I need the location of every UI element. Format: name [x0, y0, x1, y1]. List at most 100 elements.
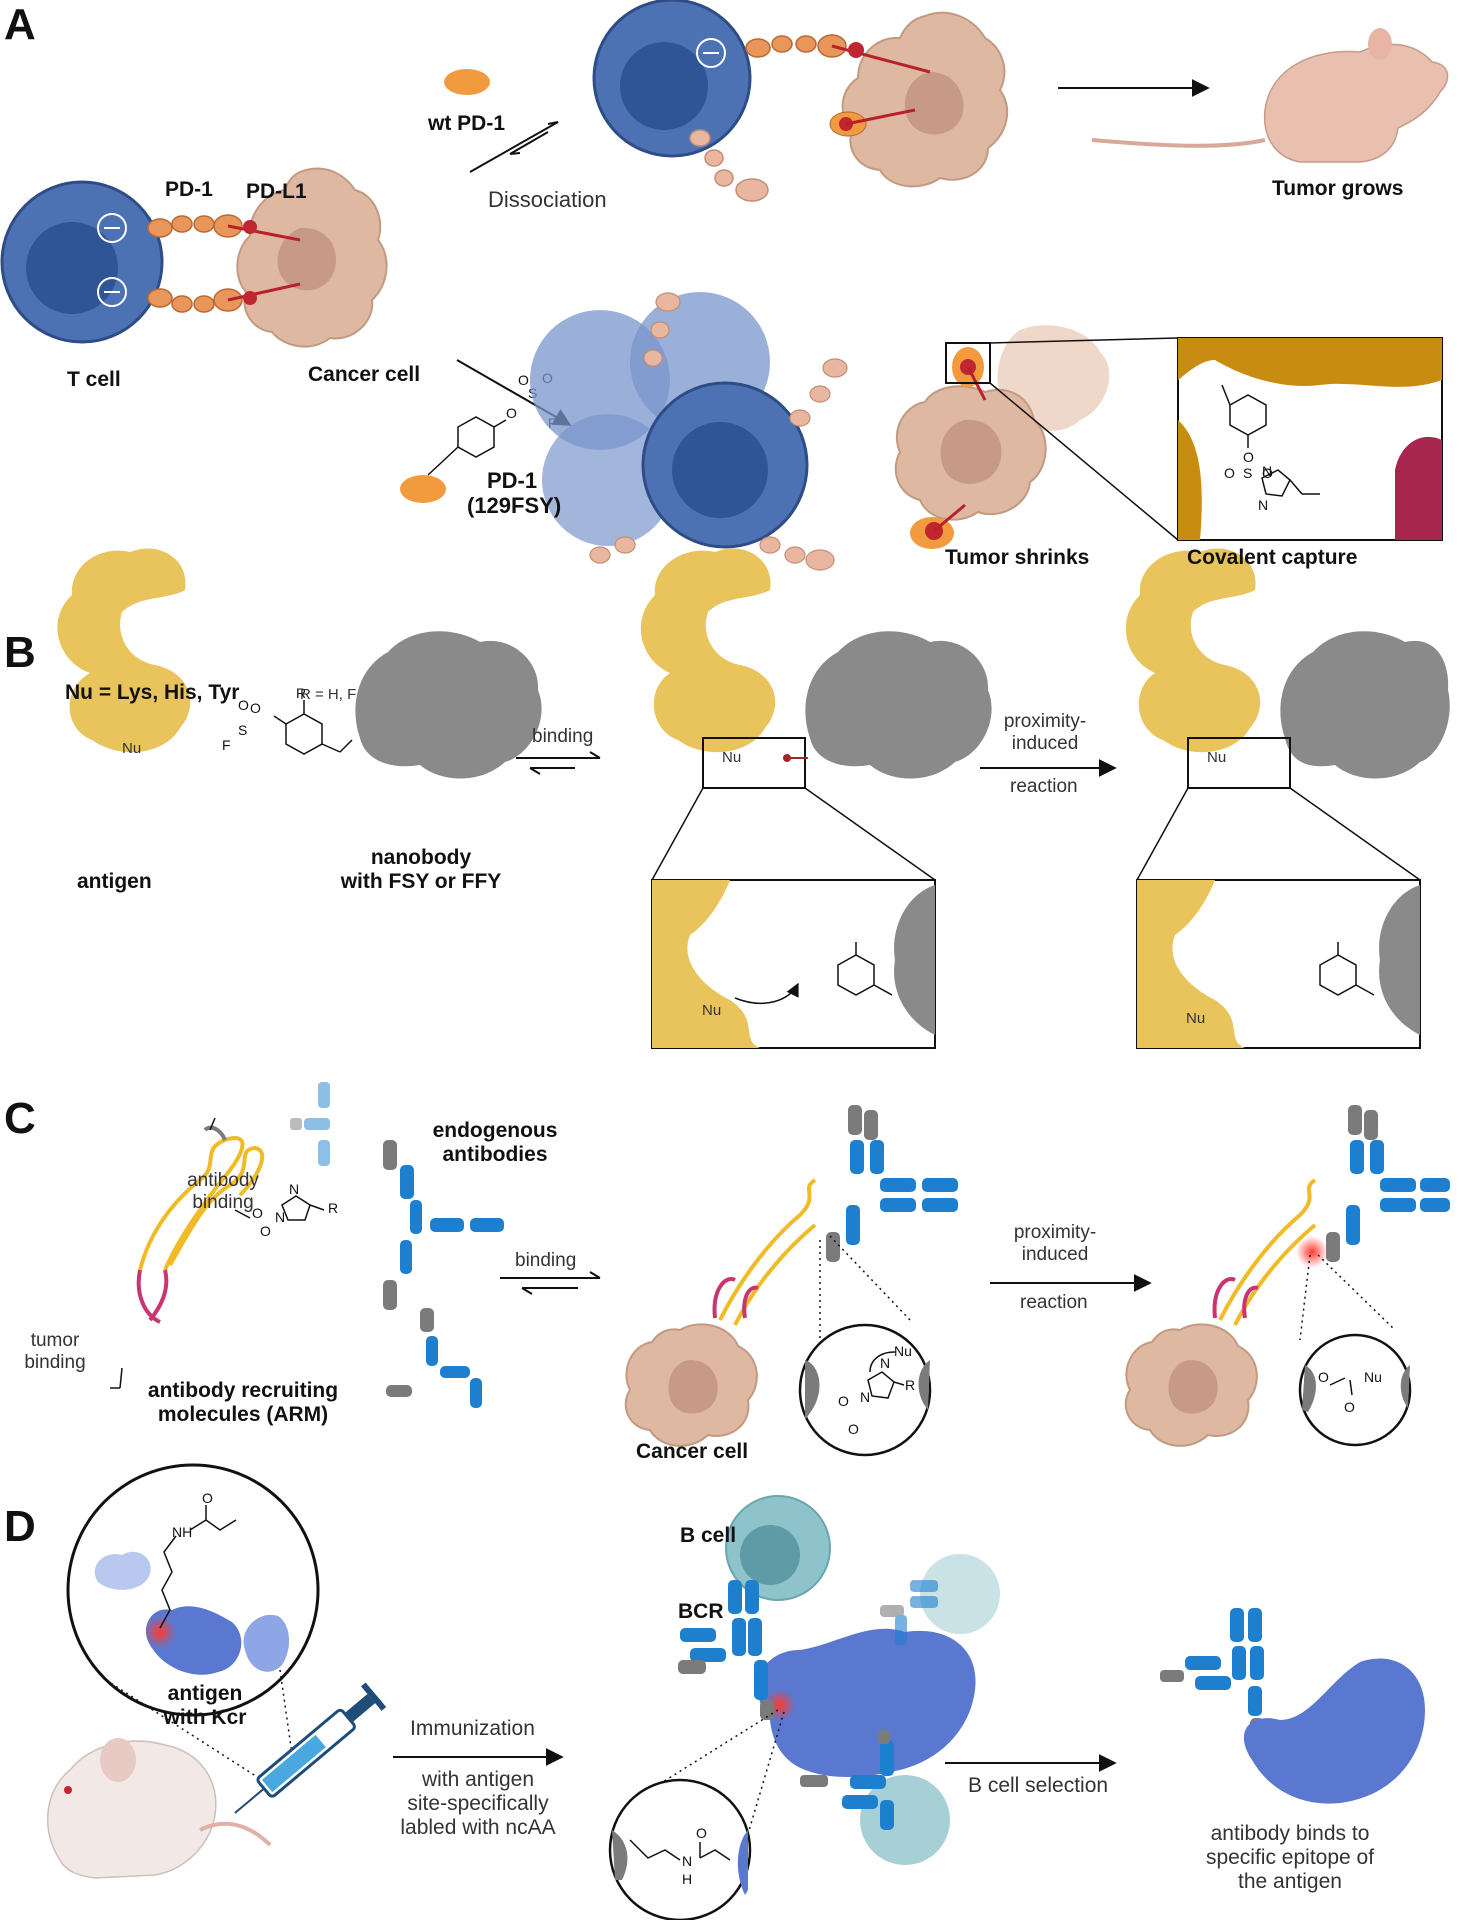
panel-d-graphics: NH O	[47, 1463, 1425, 1920]
c-proximity-line1: proximity-	[1013, 1222, 1097, 1243]
antigen-kcr-label: antigen with Kcr	[150, 1682, 260, 1730]
antigen-kcr-line2: with Kcr	[163, 1706, 247, 1730]
equilibrium-arrow-b	[516, 751, 601, 775]
svg-text:O: O	[1243, 449, 1254, 465]
svg-text:N: N	[860, 1389, 870, 1405]
pd1-chain-lower	[147, 288, 243, 313]
nu-label-inset1: Nu	[702, 1002, 722, 1019]
antigen-label: antigen	[77, 870, 152, 893]
pd1-fsy-label: PD-1 (129FSY)	[467, 468, 562, 519]
svg-text:S: S	[1243, 465, 1252, 481]
svg-text:H: H	[682, 1871, 692, 1887]
covalent-capture-label: Covalent capture	[1187, 546, 1358, 569]
panel-a-letter: A	[4, 0, 36, 49]
nanobody-line2: with FSY or FFY	[340, 870, 502, 894]
arm-line2: molecules (ARM)	[157, 1403, 329, 1427]
with-antigen-line1: with antigen	[421, 1768, 535, 1791]
svg-text:F: F	[222, 737, 231, 753]
nu-label-complex2: Nu	[1207, 749, 1227, 766]
svg-text:R: R	[328, 1200, 338, 1216]
cancer-cell-left	[236, 167, 388, 348]
result-line1: antibody binds to	[1210, 1822, 1370, 1845]
arm-molecule	[136, 1125, 265, 1324]
minus-icon	[97, 213, 127, 243]
svg-text:NH: NH	[172, 1524, 192, 1540]
immunization-label: Immunization	[410, 1717, 535, 1740]
tumor-shrinks-label: Tumor shrinks	[945, 546, 1090, 569]
zoom-inset-b2	[1136, 879, 1421, 1049]
wt-pd1-label: wt PD-1	[428, 112, 506, 135]
svg-text:Nu: Nu	[894, 1343, 912, 1359]
tumor-grows-label: Tumor grows	[1272, 177, 1404, 200]
result-label: antibody binds to specific epitope of th…	[1190, 1822, 1390, 1894]
svg-text:N: N	[275, 1209, 285, 1225]
panel-d-letter: D	[4, 1502, 36, 1551]
antigen-kcr-line1: antigen	[167, 1682, 243, 1705]
pdl1-top	[829, 42, 931, 137]
tumor-binding-label: tumor binding	[20, 1330, 90, 1374]
t-cell-label: T cell	[67, 368, 121, 391]
pd1-label: PD-1	[165, 178, 213, 201]
r-definition: R = H, F	[300, 686, 357, 703]
svg-text:O: O	[696, 1825, 707, 1841]
pd1-chain-top	[745, 34, 847, 58]
antibody-binding-line1: antibody	[187, 1170, 259, 1191]
endogenous-line2: antibodies	[442, 1143, 548, 1167]
t-cell-top	[592, 0, 752, 158]
svg-text:O: O	[848, 1421, 859, 1437]
svg-text:N: N	[880, 1355, 890, 1371]
with-antigen-line3: labled with ncAA	[400, 1816, 556, 1840]
antibody-final	[1160, 1608, 1264, 1734]
fsy-structure	[427, 416, 507, 476]
arm-imidazole-structure	[234, 1195, 325, 1221]
b-cell-label: B cell	[680, 1524, 737, 1547]
panel-c-graphics: O O N N R	[110, 1082, 1450, 1457]
svg-text:O: O	[238, 697, 249, 713]
bcr-lower	[800, 1730, 894, 1830]
b-cell-lower	[860, 1775, 950, 1865]
svg-text:O: O	[260, 1223, 271, 1239]
svg-text:O: O	[506, 405, 517, 421]
fsy-pd1-molecule	[400, 475, 446, 503]
b-proximity-line2: induced	[1011, 732, 1079, 754]
b-cell-pale	[920, 1554, 1000, 1634]
with-antigen-line2: site-specifically	[407, 1792, 549, 1816]
svg-text:N: N	[1258, 497, 1268, 513]
panel-b-graphics: O S F O R	[57, 548, 1450, 1049]
nu-label-inset2: Nu	[1186, 1010, 1206, 1027]
pd1-chain-upper	[147, 214, 243, 238]
svg-text:O: O	[1262, 465, 1273, 481]
antibody-endogenous-1	[383, 1140, 504, 1310]
nanobody-gray	[355, 631, 542, 779]
nanobody-label: nanobody with FSY or FFY	[326, 846, 516, 894]
antibody-binding-line2: binding	[192, 1191, 254, 1213]
svg-text:O: O	[1224, 465, 1235, 481]
arm-label: antibody recruiting molecules (ARM)	[128, 1379, 358, 1427]
panel-b-letter: B	[4, 628, 36, 677]
panel-a-graphics: O S O O F	[0, 0, 1449, 571]
zoom-circle-d1: NH O	[66, 1463, 320, 1717]
equilibrium-arrow-upper	[469, 121, 559, 173]
svg-text:O: O	[518, 372, 529, 388]
nu-definition: Nu = Lys, His, Tyr	[65, 681, 240, 704]
arm-line1: antibody recruiting	[147, 1379, 339, 1402]
antibody-binding-label: antibody binding	[170, 1170, 276, 1214]
cancer-cell-label: Cancer cell	[308, 363, 421, 386]
pd1-fsy-line2: (129FSY)	[467, 493, 562, 519]
c-binding-label: binding	[515, 1250, 577, 1271]
antibody-endogenous-2	[386, 1308, 482, 1408]
endogenous-line1: endogenous	[432, 1119, 558, 1142]
arm-bound-c2	[1212, 1178, 1317, 1326]
pdl1-upper	[227, 220, 301, 242]
svg-text:N: N	[682, 1853, 692, 1869]
tumor-binding-line2: binding	[24, 1351, 86, 1373]
pd1-fsy-line1: PD-1	[486, 468, 538, 493]
antibody-bound-c2	[1326, 1105, 1450, 1262]
antigen-yellow-complex2	[1125, 548, 1261, 753]
tumor-shrinks-graphic	[894, 325, 1179, 549]
svg-text:S: S	[238, 722, 247, 738]
svg-text:O: O	[838, 1393, 849, 1409]
cancer-cell-top	[841, 11, 1009, 188]
c-proximity-line2: induced	[1021, 1243, 1089, 1265]
